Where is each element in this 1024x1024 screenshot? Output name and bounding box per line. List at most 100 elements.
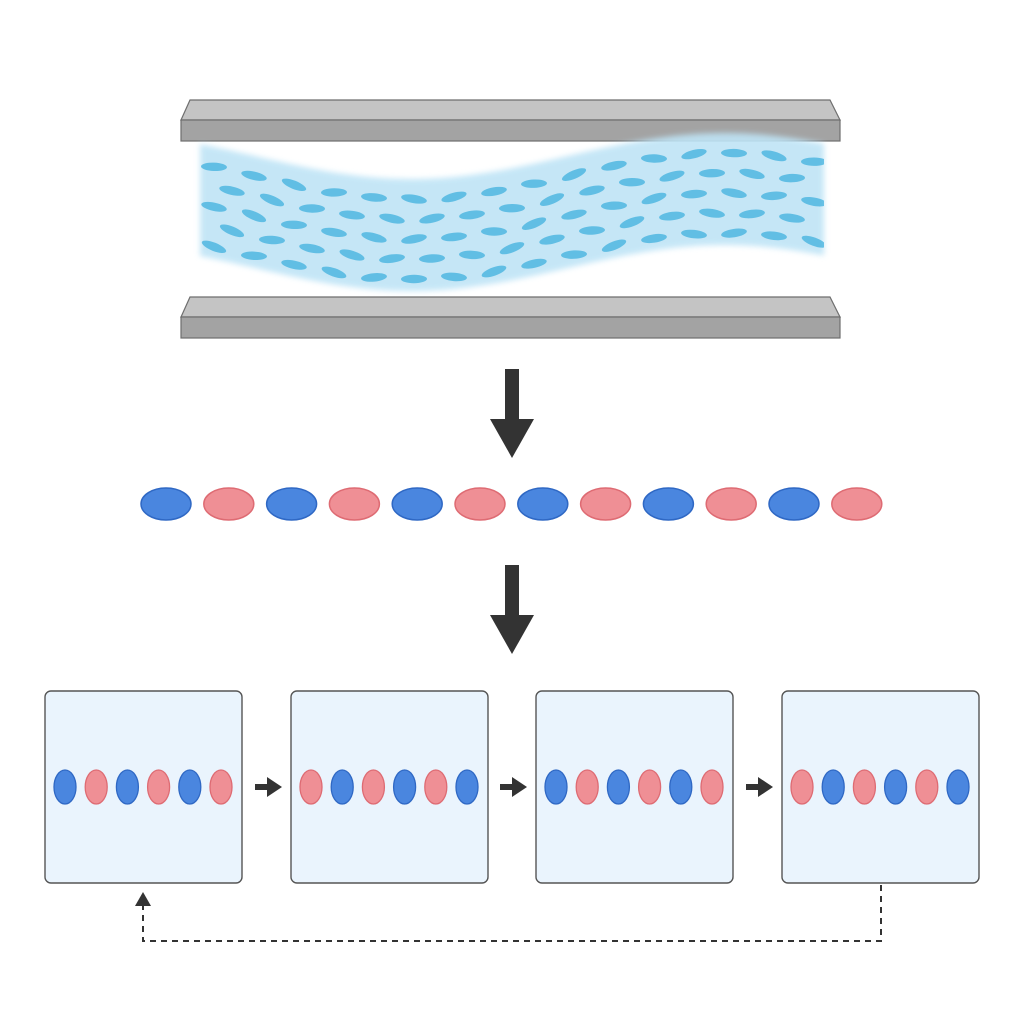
panel-arrows (255, 777, 773, 797)
fluid-particle (801, 157, 824, 166)
panel-particle-red (700, 769, 724, 805)
fluid-particle (761, 191, 787, 201)
fluid-particle (459, 250, 485, 260)
fluid-particle (681, 148, 707, 160)
panel-1 (44, 690, 243, 884)
fluid-particle (281, 220, 307, 230)
fluid-particle (281, 259, 307, 270)
panel-particle-red (637, 769, 662, 805)
panel-particle-blue (544, 769, 568, 805)
fluid-particle (619, 177, 645, 187)
fluid-particle (299, 204, 325, 213)
feedback-loop (135, 885, 882, 942)
fluid-particle (481, 186, 507, 197)
right-arrow-2 (500, 777, 527, 797)
fluid-particle (579, 226, 605, 235)
top-plate-front (180, 119, 841, 142)
sequence-particle-blue (391, 487, 443, 521)
fluid-particle (801, 235, 824, 248)
panel-particle-red (361, 769, 386, 805)
panel-3 (535, 690, 734, 884)
fluid-particle (459, 210, 485, 220)
top-plate (180, 99, 841, 142)
fluid-particle (481, 227, 507, 236)
fluid-particle (499, 203, 525, 213)
fluid-particle (481, 265, 507, 278)
fluid-particle (641, 192, 667, 205)
sequence-particle-blue (265, 487, 318, 521)
panel-frame (781, 690, 980, 884)
sequence-particle-red (705, 487, 757, 521)
fluid-particle (401, 274, 427, 284)
fluid-particle (441, 232, 467, 242)
panel-particle-red (209, 769, 233, 805)
fluid-particle (361, 193, 387, 202)
fluid-particle (561, 168, 587, 181)
panels-row (44, 690, 980, 884)
panel-frame (290, 690, 489, 884)
sequence-particle-red (579, 487, 632, 521)
fluid-particle (241, 251, 267, 261)
fluid-particle (241, 170, 267, 181)
fluid-particle (659, 170, 685, 182)
feedback-loop-arrowhead (135, 892, 151, 906)
fluid-particle (681, 229, 707, 239)
panel-particle-blue (669, 769, 693, 805)
fluid-particle (201, 162, 227, 172)
panel-particle-red (575, 769, 599, 805)
panel-frame (44, 690, 243, 884)
fluid-particle (779, 173, 805, 183)
fluid-particle (681, 189, 707, 199)
bottom-plate-face (180, 296, 841, 318)
panel-particle-blue (883, 769, 908, 805)
sequence-particle-blue (642, 487, 695, 521)
fluid-particle (539, 234, 565, 245)
fluid-particle (521, 258, 547, 269)
fluid-particle (739, 209, 765, 219)
fluid-particle (321, 227, 347, 238)
sequence-particle-blue (517, 487, 569, 521)
fluid-particle (201, 201, 227, 212)
fluid-particle (441, 191, 467, 203)
panel-frame (535, 690, 734, 884)
fluid-particle (619, 216, 645, 229)
panel-particle-red (299, 769, 323, 805)
sequence-particle-blue (140, 487, 192, 521)
fluid-particle (219, 185, 245, 196)
panel-particle-red (915, 769, 939, 805)
fluid-particle (401, 234, 427, 244)
sequence-particle-red (831, 487, 883, 521)
fluid-particle (379, 254, 405, 264)
panel-particle-blue (455, 769, 479, 805)
panel-particle-blue (330, 769, 354, 805)
panel-particle-blue (946, 769, 970, 805)
fluid-particle (721, 148, 747, 158)
fluid-particle (641, 233, 667, 244)
panel-particle-blue (821, 769, 845, 805)
fluid-particle (441, 272, 467, 282)
fluid-particle (321, 266, 347, 279)
fluid-particle (521, 179, 547, 188)
fluid-particle (259, 235, 285, 245)
fluid-particle (361, 232, 387, 243)
fluid-particle (721, 228, 747, 238)
fluid-particle (201, 240, 227, 254)
fluid-particle (339, 249, 365, 261)
panel-particle-blue (606, 769, 631, 805)
fluid-particle (321, 188, 347, 197)
fluid-particle (721, 188, 747, 198)
fluid-particles (201, 148, 824, 284)
sequence-particle-blue (768, 487, 820, 521)
panel-particle-red (852, 769, 877, 805)
particle-sequence (140, 487, 883, 521)
fluid-particle (601, 201, 627, 210)
bottom-plate (180, 296, 841, 339)
top-plate-face (180, 99, 841, 121)
fluid-particle (281, 178, 307, 192)
fluid-particle (601, 239, 627, 252)
fluid-particle (561, 209, 587, 220)
fluid-particle (761, 150, 787, 162)
panel-particle-blue (115, 769, 140, 805)
panel-particle-red (146, 769, 171, 805)
fluid-particle (259, 193, 285, 207)
